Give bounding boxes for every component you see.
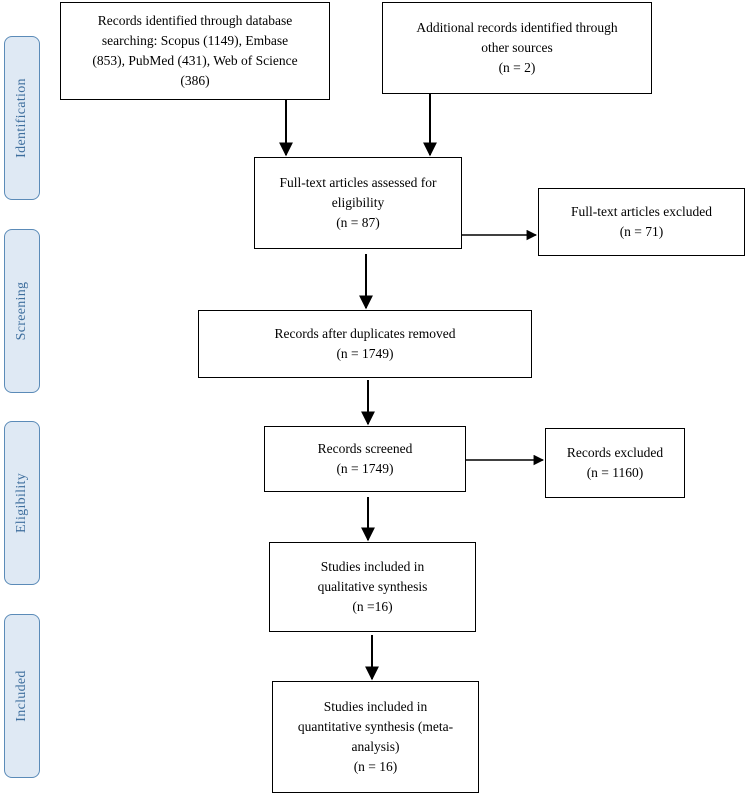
box-fulltext-excluded-line: Full-text articles excluded bbox=[571, 203, 712, 219]
box-database-line: (853), PubMed (431), Web of Science bbox=[92, 53, 298, 68]
box-duplicates-removed-line: (n = 1749) bbox=[336, 346, 394, 361]
stage-screening: Screening bbox=[4, 229, 40, 393]
box-other-sources-line: (n = 2) bbox=[498, 60, 536, 76]
box-records-screened-line: Records screened bbox=[317, 440, 413, 456]
box-records-excluded-line: (n = 1160) bbox=[586, 465, 644, 480]
box-quantitative-synthesis: Studies included in quantitative synthes… bbox=[272, 681, 479, 793]
box-qualitative-line: (n =16) bbox=[352, 599, 393, 615]
box-other-sources-line: other sources bbox=[481, 39, 553, 55]
box-quantitative-line: analysis) bbox=[351, 739, 400, 754]
box-fulltext-assessed-line: eligibility bbox=[331, 194, 385, 210]
box-fulltext-excluded-line: (n = 71) bbox=[619, 224, 664, 239]
box-database-line: searching: Scopus (1149), Embase bbox=[101, 32, 289, 48]
box-qualitative-line: qualitative synthesis bbox=[317, 578, 428, 594]
box-records-excluded: Records excluded (n = 1160) bbox=[545, 428, 685, 498]
box-fulltext-assessed-line: (n = 87) bbox=[336, 215, 380, 231]
stage-included: Included bbox=[4, 614, 40, 778]
box-database-line: Records identified through database bbox=[97, 12, 293, 28]
box-quantitative-line: Studies included in bbox=[323, 698, 428, 714]
box-qualitative-line: Studies included in bbox=[320, 558, 425, 574]
box-records-screened-line: (n = 1749) bbox=[336, 461, 394, 476]
stage-eligibility: Eligibility bbox=[4, 421, 40, 585]
box-records-excluded-line: Records excluded bbox=[566, 444, 664, 460]
box-database-line: (386) bbox=[180, 73, 210, 89]
box-database-records: Records identified through database sear… bbox=[60, 2, 330, 100]
box-quantitative-line: (n = 16) bbox=[353, 759, 398, 775]
box-duplicates-removed: Records after duplicates removed (n = 17… bbox=[198, 310, 532, 378]
box-duplicates-removed-line: Records after duplicates removed bbox=[274, 325, 456, 341]
box-qualitative-synthesis: Studies included in qualitative synthesi… bbox=[269, 542, 476, 632]
box-other-sources-line: Additional records identified through bbox=[416, 19, 618, 35]
stage-identification: Identification bbox=[4, 36, 40, 200]
box-quantitative-line: quantitative synthesis (meta- bbox=[297, 718, 454, 734]
box-fulltext-assessed-line: Full-text articles assessed for bbox=[279, 174, 437, 190]
box-fulltext-assessed: Full-text articles assessed for eligibil… bbox=[254, 157, 462, 249]
box-other-sources: Additional records identified through ot… bbox=[382, 2, 652, 94]
box-records-screened: Records screened (n = 1749) bbox=[264, 426, 466, 492]
